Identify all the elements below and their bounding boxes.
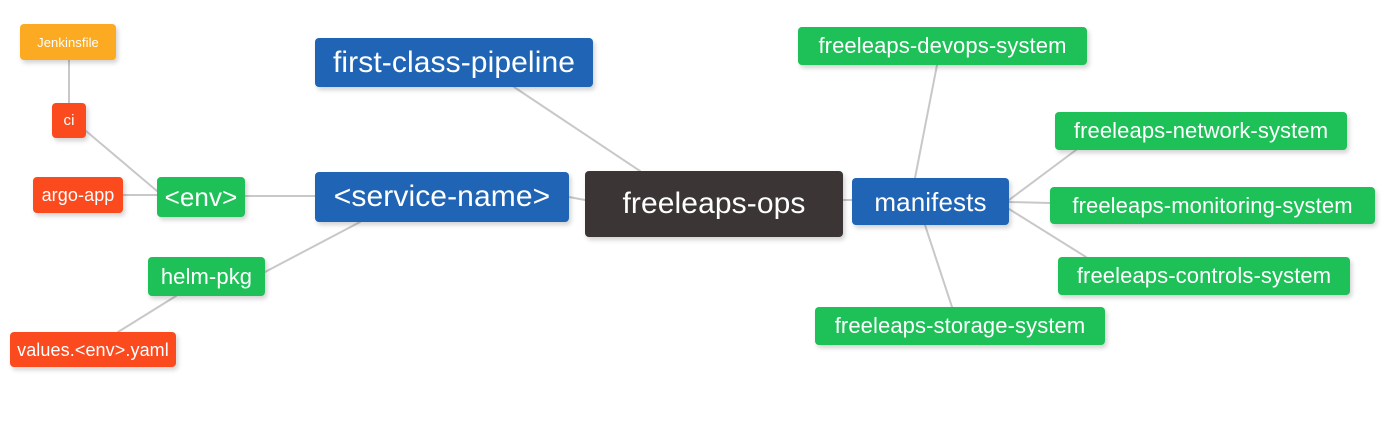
node-ci[interactable]: ci <box>52 103 86 138</box>
edge-manifests-to-devops-system <box>914 64 938 179</box>
node-devops-system[interactable]: freeleaps-devops-system <box>798 27 1087 65</box>
node-monitoring-system[interactable]: freeleaps-monitoring-system <box>1050 187 1375 224</box>
edge-service-name-to-helm-pkg <box>264 221 361 273</box>
node-argo-app[interactable]: argo-app <box>33 177 123 213</box>
node-jenkinsfile[interactable]: Jenkinsfile <box>20 24 116 60</box>
node-storage-system[interactable]: freeleaps-storage-system <box>815 307 1105 345</box>
node-env[interactable]: <env> <box>157 177 245 217</box>
node-helm-pkg[interactable]: helm-pkg <box>148 257 265 296</box>
edge-manifests-to-monitoring-system <box>1008 201 1051 204</box>
node-network-system[interactable]: freeleaps-network-system <box>1055 112 1347 150</box>
edge-service-name-to-freeleaps-ops <box>568 196 586 201</box>
edge-helm-pkg-to-values-yaml <box>117 295 177 333</box>
edge-manifests-to-storage-system <box>924 224 953 308</box>
node-first-class-pipeline[interactable]: first-class-pipeline <box>315 38 593 87</box>
edge-first-class-pipeline-to-freeleaps-ops <box>513 86 641 172</box>
node-values-yaml[interactable]: values.<env>.yaml <box>10 332 176 367</box>
node-service-name[interactable]: <service-name> <box>315 172 569 222</box>
node-controls-system[interactable]: freeleaps-controls-system <box>1058 257 1350 295</box>
node-freeleaps-ops[interactable]: freeleaps-ops <box>585 171 843 237</box>
node-manifests[interactable]: manifests <box>852 178 1009 225</box>
